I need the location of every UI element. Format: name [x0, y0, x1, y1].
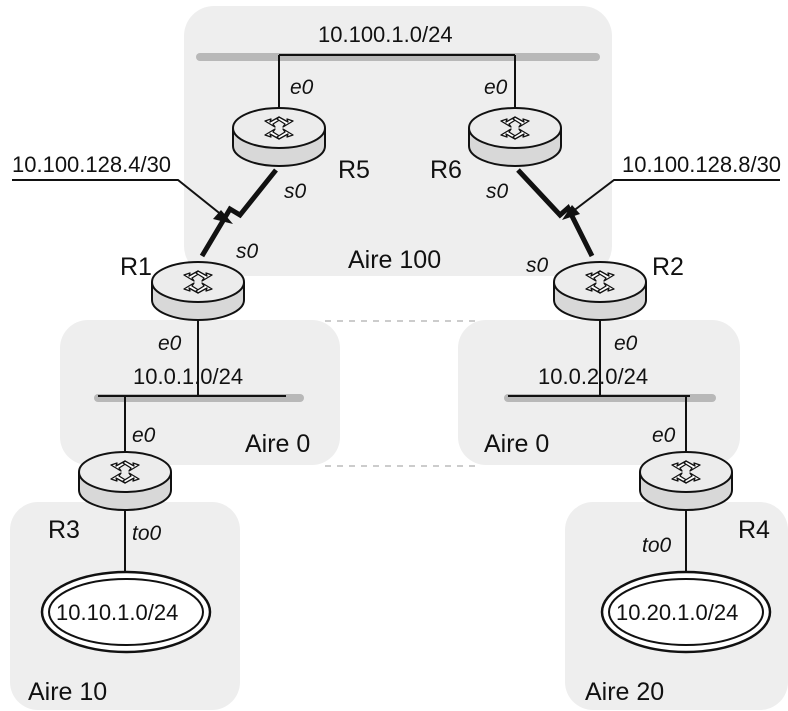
area-0-left-region	[60, 320, 340, 465]
area-100-region	[184, 6, 612, 276]
router-r5-name: R5	[338, 156, 370, 184]
r4-to0-label: to0	[642, 534, 672, 557]
serial-left-callout	[12, 179, 229, 221]
right-lan-label: 10.0.2.0/24	[538, 364, 648, 389]
router-r1-name: R1	[120, 253, 152, 281]
left-lan-label: 10.0.1.0/24	[133, 364, 243, 389]
serial-link-left	[199, 168, 278, 258]
r3-to0-label: to0	[132, 522, 162, 545]
area-0-left-label: Aire 0	[245, 430, 310, 458]
router-r3-name: R3	[48, 516, 80, 544]
serial-left-arrowhead	[213, 210, 233, 224]
area-100-label: Aire 100	[348, 246, 441, 274]
ring-right-label: 10.20.1.0/24	[616, 600, 738, 625]
r2-e0-label: e0	[614, 332, 638, 355]
serial-right-label: 10.100.128.8/30	[622, 152, 781, 177]
r1-s0-label: s0	[236, 240, 259, 263]
token-ring-left	[40, 570, 212, 654]
r5-e0-label: e0	[290, 76, 314, 99]
token-ring-right	[600, 570, 772, 654]
router-r4[interactable]	[639, 451, 733, 511]
top-lan-label: 10.100.1.0/24	[318, 22, 453, 47]
router-r4-name: R4	[738, 516, 770, 544]
router-r6-name: R6	[430, 156, 462, 184]
router-r2-name: R2	[652, 253, 684, 281]
r2-s0-label: s0	[526, 254, 549, 277]
serial-left-label: 10.100.128.4/30	[12, 152, 171, 177]
router-r3[interactable]	[78, 451, 172, 511]
router-r5[interactable]	[232, 107, 326, 167]
r6-e0-label: e0	[484, 76, 508, 99]
r5-s0-label: s0	[284, 180, 307, 203]
serial-right-arrowhead	[562, 205, 580, 220]
serial-link-right	[516, 168, 595, 258]
ring-left-label: 10.10.1.0/24	[56, 600, 178, 625]
area-20-label: Aire 20	[585, 678, 664, 706]
r1-e0-label: e0	[158, 332, 182, 355]
router-r1[interactable]	[151, 261, 245, 321]
serial-right-callout	[567, 179, 780, 216]
area-0-right-label: Aire 0	[484, 430, 549, 458]
area-10-label: Aire 10	[28, 678, 107, 706]
router-r6[interactable]	[468, 107, 562, 167]
r3-e0-label: e0	[132, 424, 156, 447]
router-r2[interactable]	[553, 261, 647, 321]
r4-e0-label: e0	[652, 424, 676, 447]
r6-s0-label: s0	[486, 180, 509, 203]
